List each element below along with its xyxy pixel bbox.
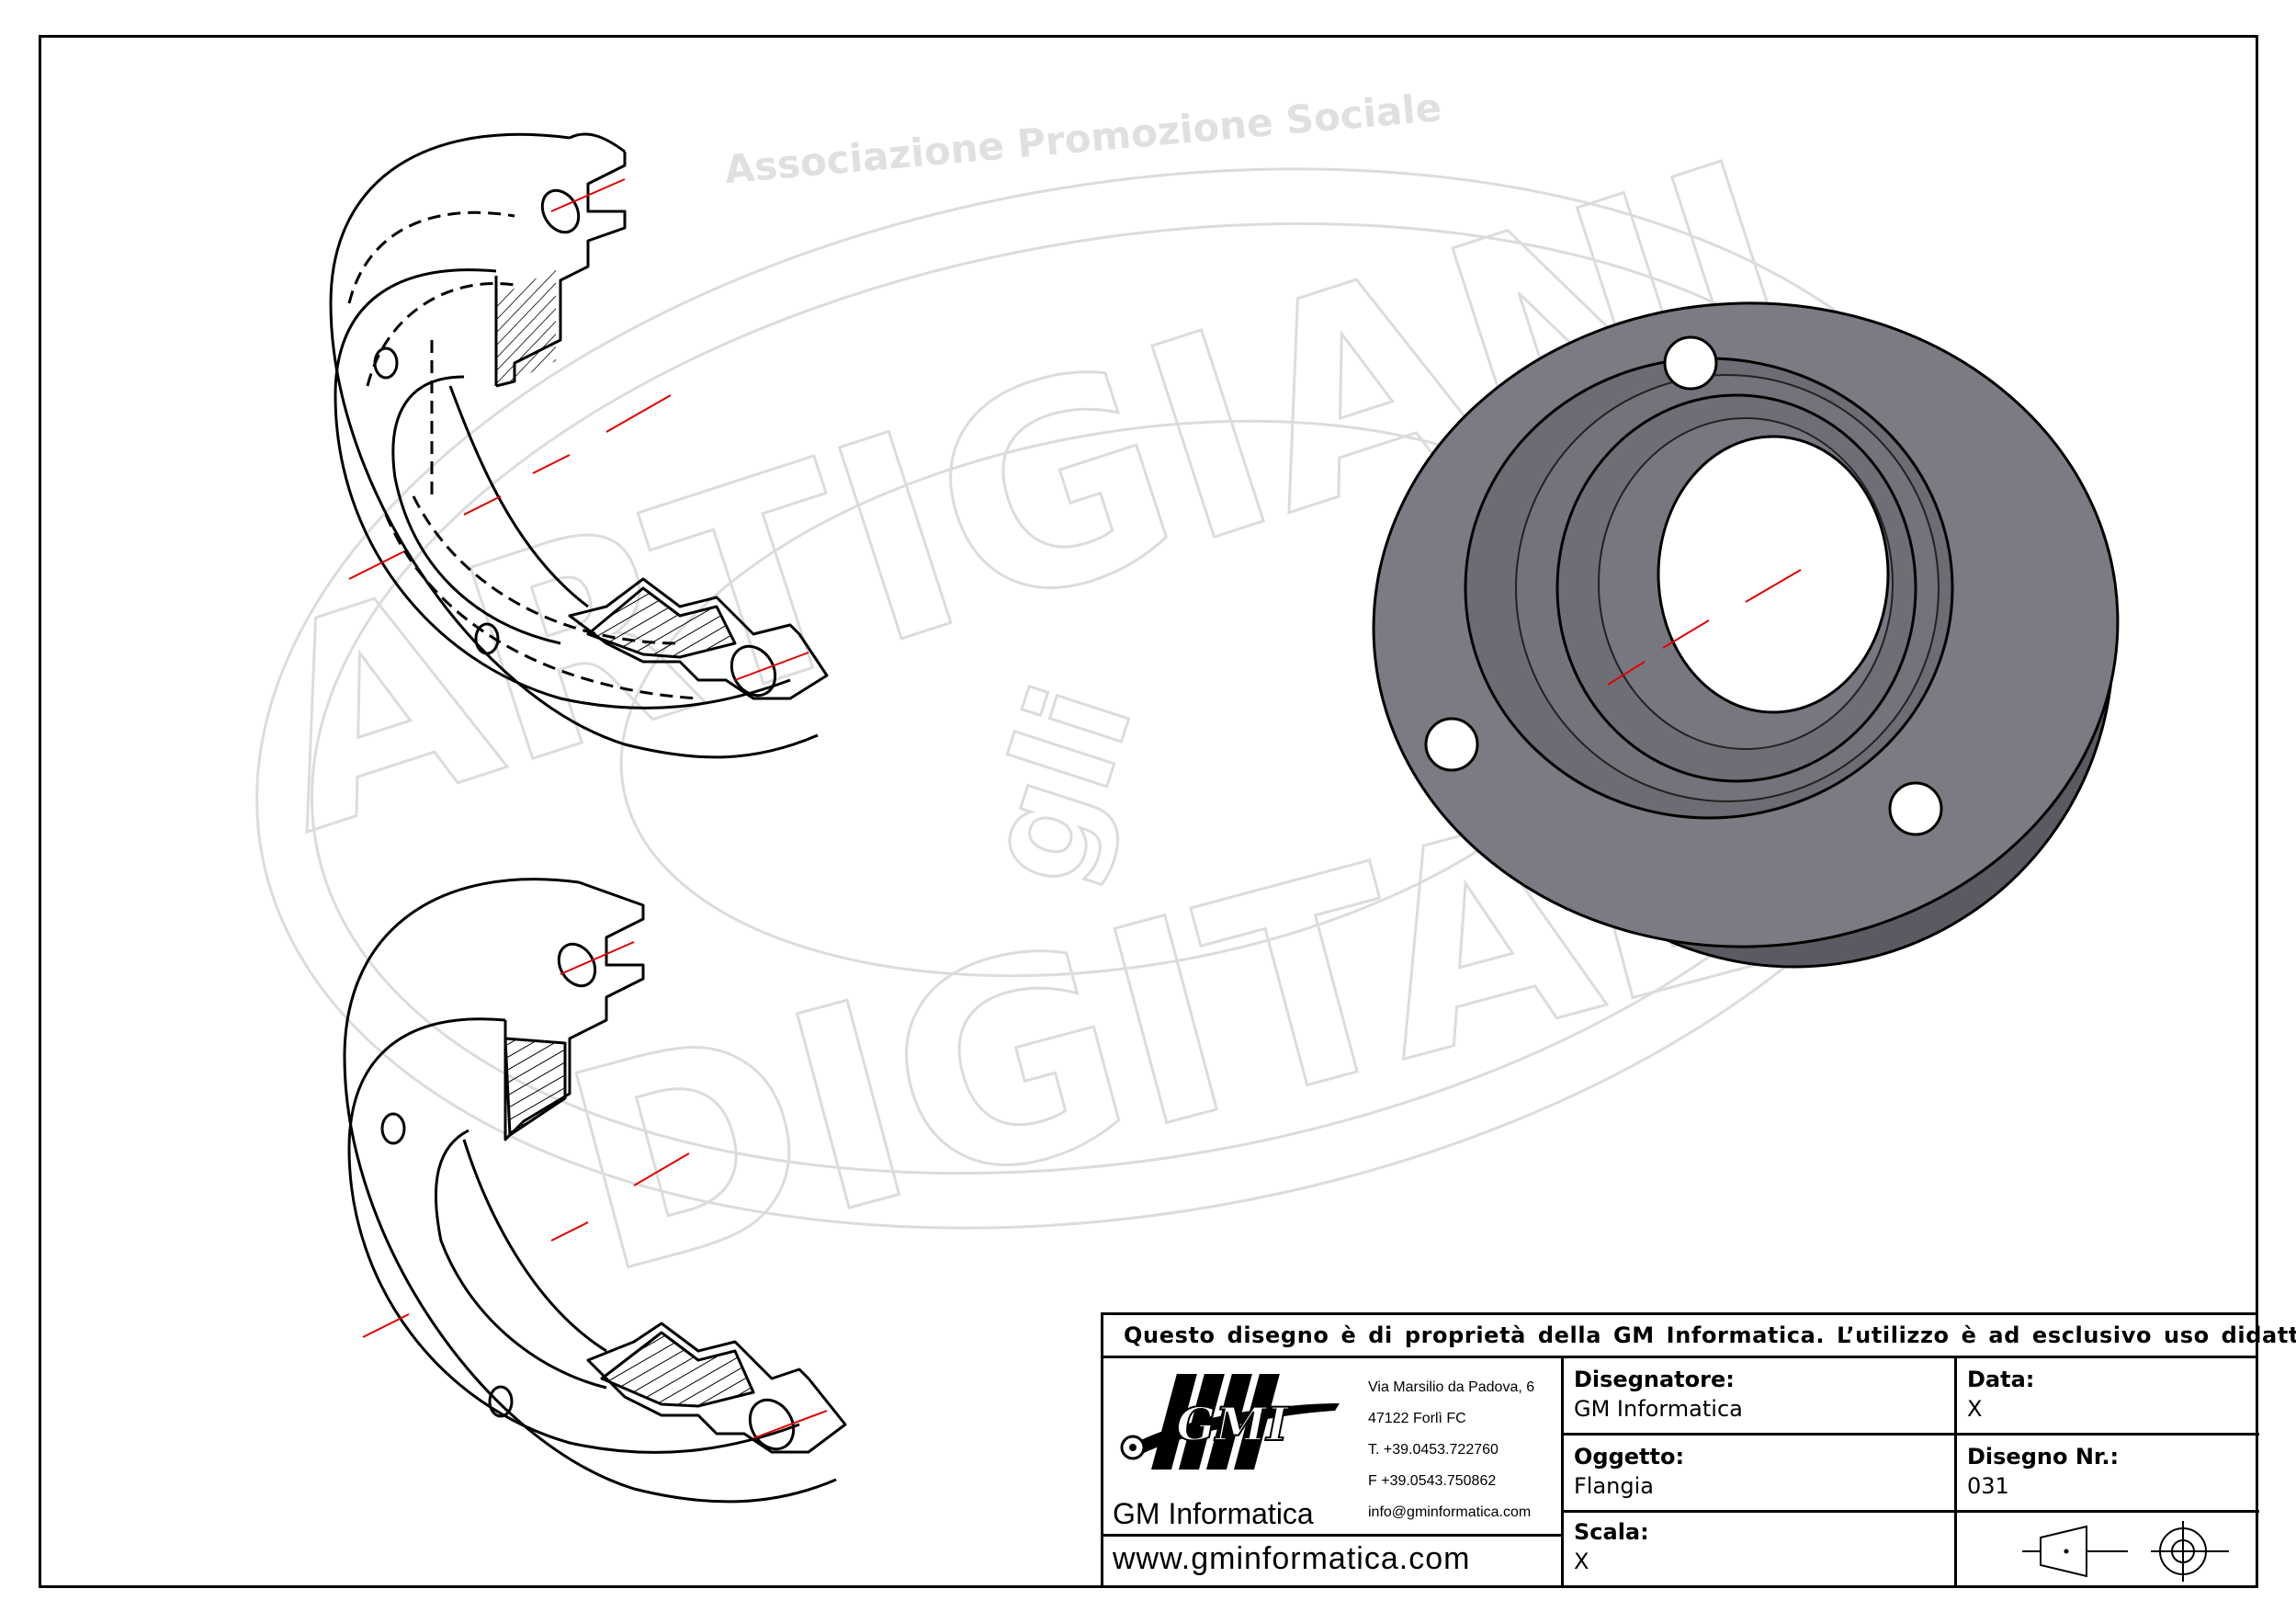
bore-curve	[434, 1129, 607, 1390]
address-line1: Via Marsilio da Padova, 6	[1368, 1379, 1535, 1395]
bottom-cut-outline	[568, 577, 829, 700]
scale-value: X	[1574, 1549, 1589, 1574]
flange-bore	[1657, 435, 1890, 714]
object-label: Oggetto:	[1574, 1444, 1685, 1470]
fax-number: F +39.0543.750862	[1368, 1473, 1497, 1489]
outer-rim-back-curve	[569, 132, 626, 153]
flange-bolt-hole-right	[1888, 781, 1943, 836]
company-website: www.gminformatica.com	[1113, 1541, 1471, 1576]
designer-value: GM Informatica	[1574, 1396, 1743, 1422]
drawing-number-value: 031	[1967, 1473, 2009, 1499]
flange-bolt-hole-left	[1424, 717, 1479, 772]
front-face-curve	[334, 268, 791, 709]
front-face-curve	[347, 1017, 800, 1454]
bore-inner-curve	[462, 1139, 607, 1353]
section-view-hidden-lines	[329, 132, 829, 759]
divider	[1103, 1356, 2258, 1358]
bore-inner-curve	[448, 385, 589, 608]
top-hole	[557, 942, 597, 988]
drawing-number-label: Disegno Nr.:	[1967, 1444, 2120, 1470]
section-view-centerlines	[348, 178, 809, 681]
gmi-logo-icon: GMI	[1120, 1374, 1340, 1470]
company-name: GM Informatica	[1113, 1497, 1314, 1530]
flange-3d-render	[1372, 301, 2120, 969]
bottom-hole	[748, 1398, 796, 1451]
bottom-hole	[730, 644, 777, 698]
top-hole	[540, 188, 581, 234]
lower-left-hole	[474, 622, 500, 655]
ownership-notice: Questo disegno è di proprietà della GM I…	[1124, 1322, 2296, 1348]
top-cut-hatch	[496, 268, 556, 390]
section-view-solid-centerlines	[362, 941, 828, 1439]
phone-number: T. +39.0453.722760	[1368, 1442, 1499, 1458]
bottom-cut-outline	[586, 1322, 847, 1454]
left-hole	[373, 346, 399, 380]
left-hole	[380, 1112, 406, 1145]
date-label: Data:	[1967, 1367, 2035, 1392]
scale-label: Scala:	[1574, 1519, 1649, 1545]
divider	[1103, 1534, 1561, 1537]
hidden-line-1	[347, 210, 515, 304]
title-block: Questo disegno è di proprietà della GM I…	[1101, 1312, 2296, 1588]
object-value: Flangia	[1574, 1473, 1654, 1499]
divider	[1561, 1356, 1564, 1588]
bottom-cut-hatch	[600, 1331, 755, 1408]
hidden-line-2	[366, 282, 515, 387]
flange-centerlines	[1607, 569, 1802, 686]
logo-text: GMI	[1176, 1397, 1289, 1451]
divider	[1561, 1433, 2259, 1436]
hidden-line-3	[384, 514, 699, 700]
hidden-line-4	[412, 495, 681, 645]
address-line2: 47122 Forlì FC	[1368, 1411, 1466, 1426]
divider	[1561, 1510, 2259, 1513]
lower-left-hole	[488, 1385, 514, 1418]
first-angle-projection-icon	[2022, 1521, 2229, 1582]
bore-curve	[391, 375, 561, 645]
flange-bolt-hole-top	[1663, 335, 1718, 391]
top-cut-hatch	[503, 1037, 567, 1137]
email-address: info@gminformatica.com	[1368, 1504, 1532, 1520]
section-view-solid	[343, 878, 847, 1504]
designer-label: Disegnatore:	[1574, 1367, 1735, 1392]
date-value: X	[1967, 1396, 1983, 1422]
divider	[1954, 1356, 1957, 1588]
outer-rim-curve	[343, 878, 837, 1504]
